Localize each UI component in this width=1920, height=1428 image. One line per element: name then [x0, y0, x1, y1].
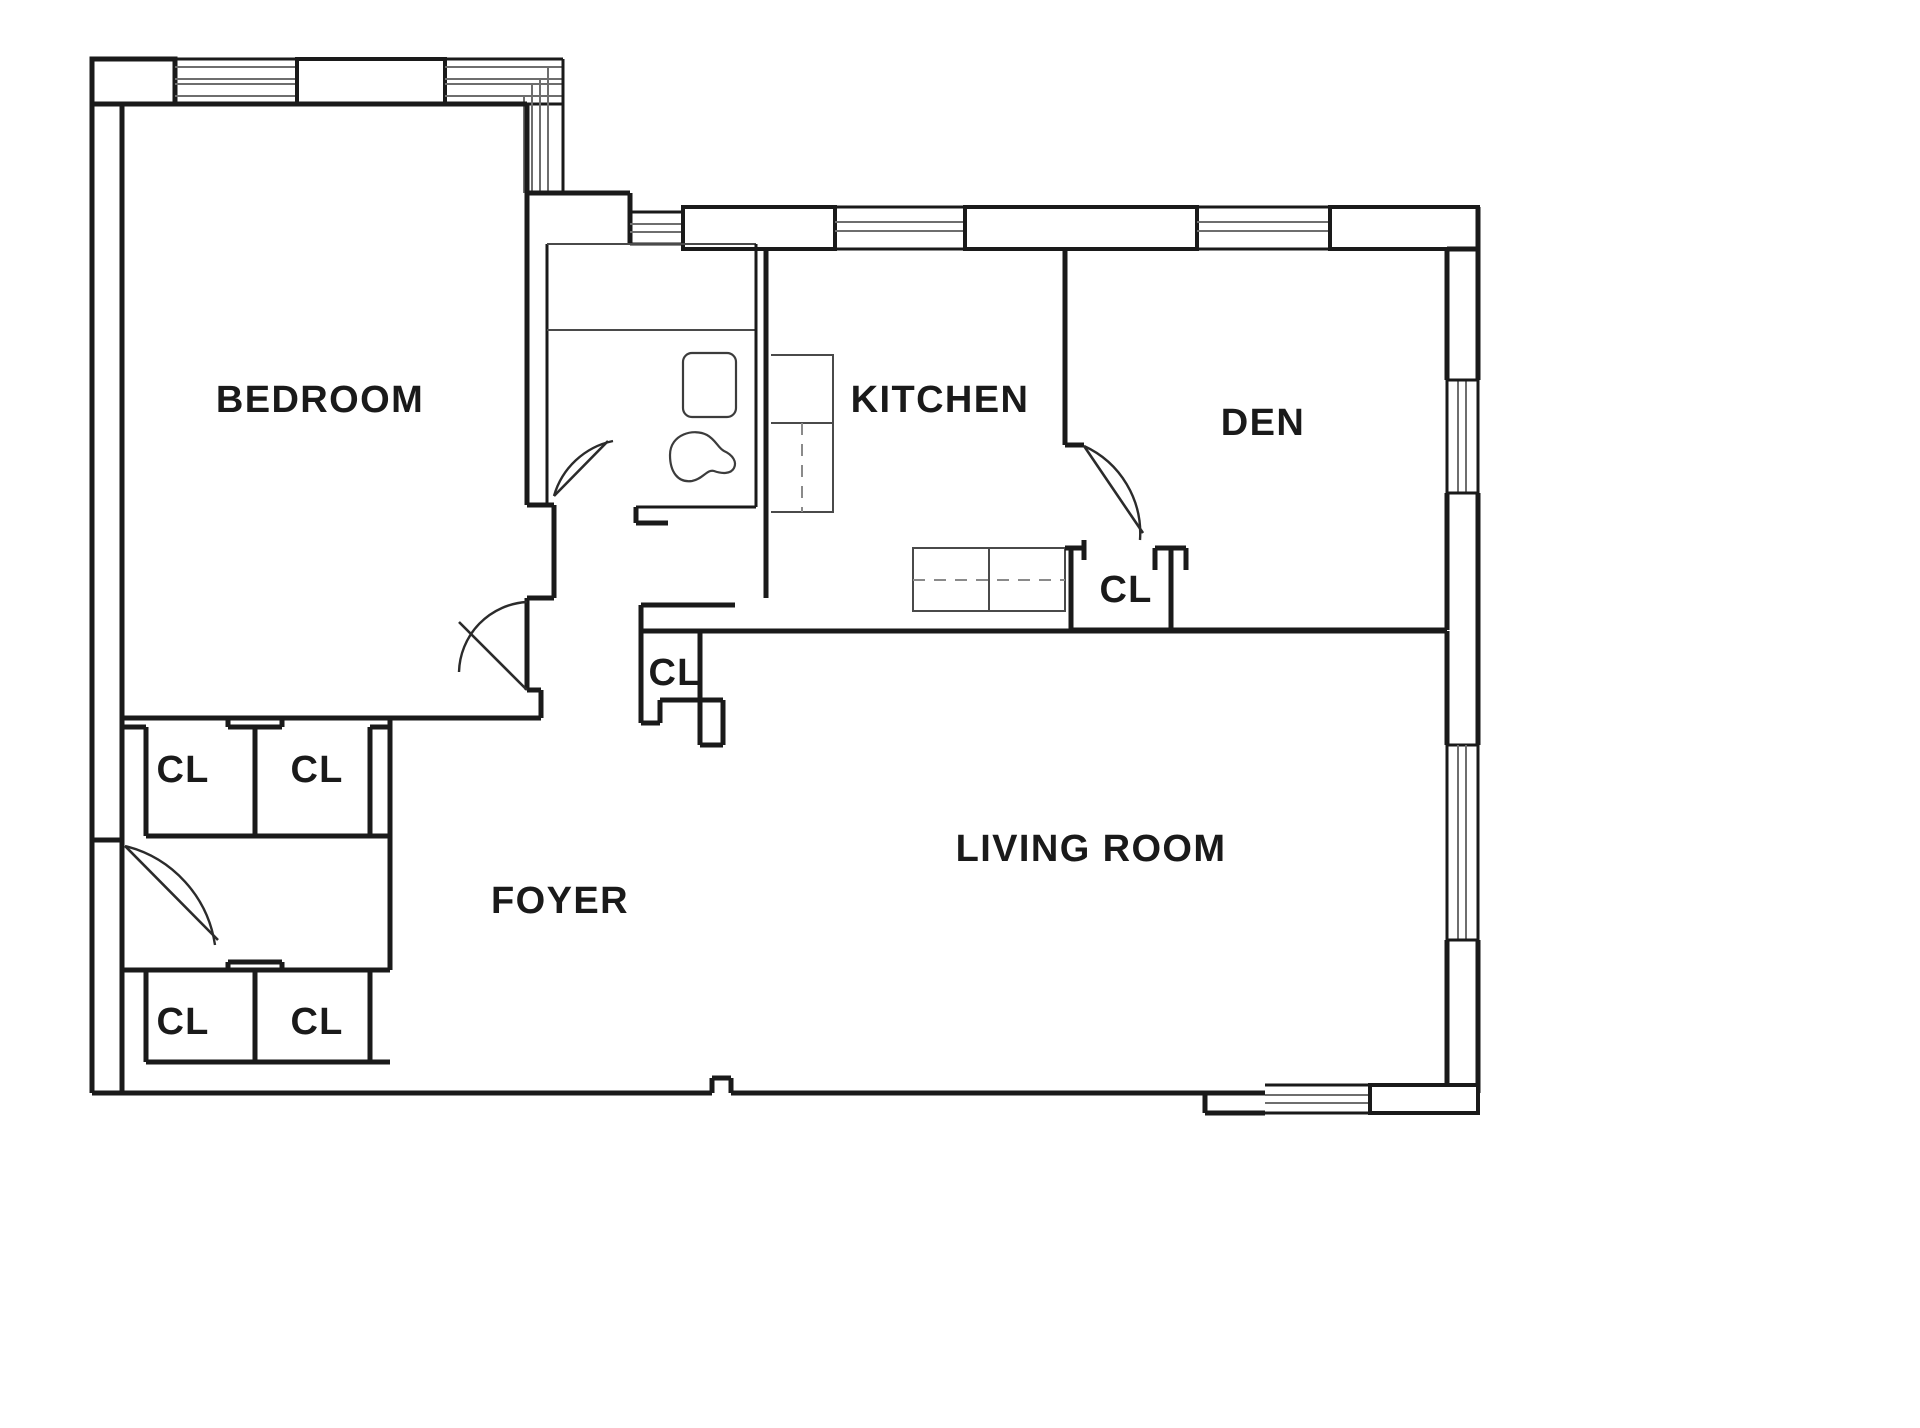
bedroom-door-swing-arc: [457, 600, 528, 673]
den-door-swing-arc: [1083, 444, 1142, 541]
room-label-bedroom: BEDROOM: [216, 379, 424, 421]
room-label-foyer: FOYER: [491, 880, 629, 922]
entry-door-swing-arc: [124, 844, 217, 946]
bedroom-closets: [119, 715, 390, 839]
closet-label-kitchen-right: CL: [1099, 569, 1152, 611]
window-pier-kitchen-left: [681, 205, 837, 251]
room-label-den: DEN: [1221, 402, 1305, 444]
kitchen: [763, 205, 1199, 612]
closet-label-foyer-right: CL: [290, 1001, 343, 1043]
den-door-leaf: [1082, 445, 1145, 534]
entry-door-leaf: [124, 845, 219, 941]
window-pier-top-right: [1328, 205, 1480, 251]
entry-door: [89, 837, 219, 952]
bathroom-door-swing-arc: [552, 439, 614, 497]
bathroom-door-leaf: [553, 440, 609, 497]
closet-label-bedroom-left: CL: [156, 749, 209, 791]
window-pier-kitchen-right: [963, 205, 1199, 251]
bathroom: [527, 190, 837, 526]
closet-labels: CL CL CL CL CL CL: [156, 569, 1152, 1043]
bedroom-door-leaf: [458, 621, 528, 691]
bathroom-sink-icon: [681, 351, 738, 419]
foyer-walls: [387, 595, 554, 836]
closet-label-bedroom-right: CL: [290, 749, 343, 791]
room-labels: BEDROOM KITCHEN DEN LIVING ROOM FOYER: [216, 379, 1305, 922]
closet-label-foyer-left: CL: [156, 1001, 209, 1043]
room-label-kitchen: KITCHEN: [851, 379, 1030, 421]
closet-label-hall: CL: [648, 652, 701, 694]
room-label-living-room: LIVING ROOM: [956, 828, 1227, 870]
kitchen-island-outline: [912, 547, 1066, 612]
closet-hall-walls: [638, 602, 1447, 748]
bathroom-toilet-icon: [668, 431, 737, 483]
window-pier-bottom-right: [1368, 1083, 1480, 1115]
foyer-closets: [89, 836, 1205, 1096]
living-room-walls: [1202, 630, 1481, 1116]
window-pier-top-center: [295, 57, 447, 106]
